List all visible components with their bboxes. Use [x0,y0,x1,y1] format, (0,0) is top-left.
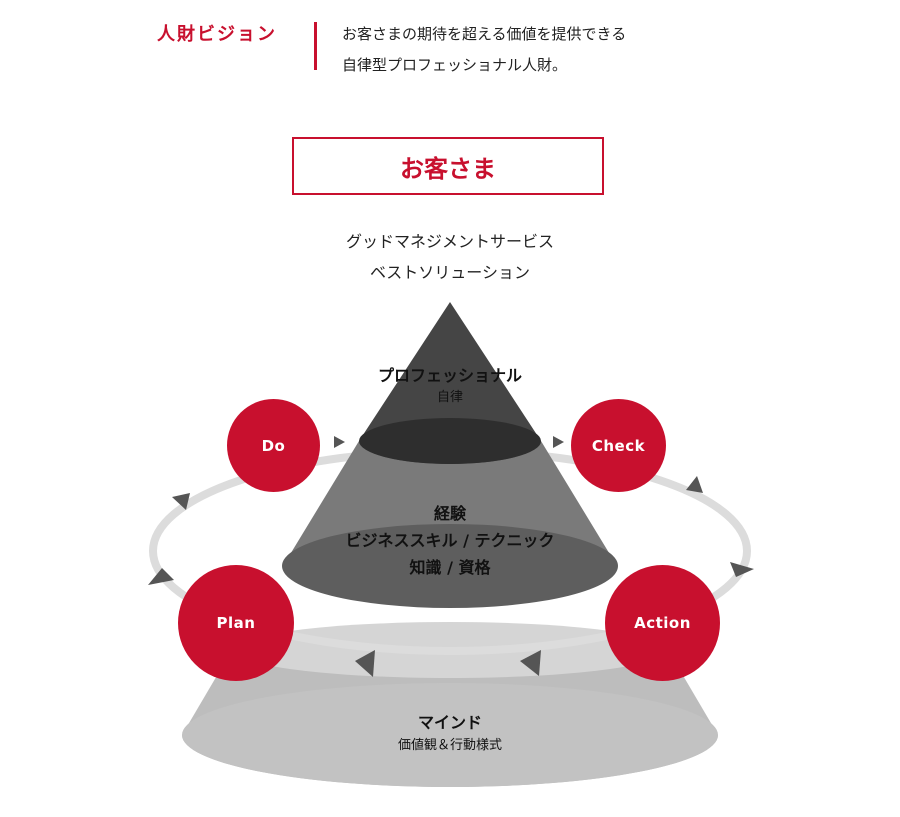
experience-line-1: 経験 [433,504,466,523]
arrow-action-to-bottom [520,650,541,676]
professional-subtitle: 自律 [436,390,463,405]
arrow-right-to-action [730,562,754,577]
professional-layer-label: プロフェッショナル 自律 [250,364,650,408]
mind-layer-label: マインド 価値観＆行動様式 [250,711,650,757]
vision-statement-line-2: 自律型プロフェッショナル人財。 [342,56,568,74]
arrow-do-to-professional [334,436,345,448]
arrow-check-to-right [686,476,703,493]
arrow-professional-to-check [553,436,564,448]
experience-line-2: ビジネススキル / テクニック [345,531,555,550]
professional-base-ellipse [359,418,541,464]
vision-divider [314,22,317,70]
experience-layer-label: 経験 ビジネススキル / テクニック 知識 / 資格 [250,500,650,581]
experience-line-3: 知識 / 資格 [409,558,491,577]
professional-title: プロフェッショナル [377,366,522,385]
vision-statement: お客さまの期待を超える価値を提供できる 自律型プロフェッショナル人財。 [342,19,626,81]
outcome-line-1: グッドマネジメントサービス [345,232,554,251]
vision-label: 人財ビジョン [157,24,277,45]
pdca-do-circle: Do [227,399,320,492]
vision-header: 人財ビジョン お客さまの期待を超える価値を提供できる 自律型プロフェッショナル人… [0,0,900,90]
mind-subtitle: 価値観＆行動様式 [397,738,502,753]
pdca-plan-circle: Plan [178,565,294,681]
arrow-plan-to-left [148,568,174,585]
arrow-left-to-do [172,493,190,510]
outcome-text: グッドマネジメントサービス ベストソリューション [250,226,650,288]
mind-base-ellipse [182,683,718,787]
pdca-action-circle: Action [605,565,720,681]
arrow-bottom-to-plan [355,650,375,677]
pdca-check-circle: Check [571,399,666,492]
vision-statement-line-1: お客さまの期待を超える価値を提供できる [342,25,627,43]
experience-base-ellipse [282,524,618,608]
outcome-line-2: ベストソリューション [369,263,530,282]
customer-box: お客さま [292,137,604,195]
mind-title: マインド [417,713,482,732]
